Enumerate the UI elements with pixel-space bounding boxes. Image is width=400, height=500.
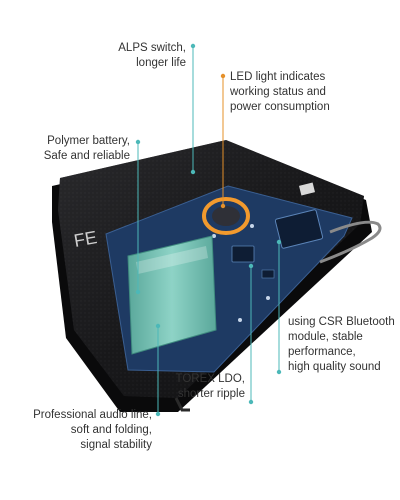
callout-polymer-battery: Polymer battery, Safe and reliable xyxy=(43,135,130,162)
bluetooth-chip xyxy=(274,209,324,249)
audio-line xyxy=(319,220,382,264)
torex-ldo-chip xyxy=(231,245,255,263)
leader-lines xyxy=(135,43,282,417)
callout-alps-switch: ALPS switch, longer life xyxy=(118,42,186,69)
callout-csr-bluetooth: using CSR Bluetooth module, stable perfo… xyxy=(288,316,395,373)
led-ring xyxy=(202,197,250,235)
callout-audio-line: Professional audio line, soft and foldin… xyxy=(33,409,152,451)
callout-led-light: LED light indicates working status and p… xyxy=(230,71,330,113)
device-logo: FE xyxy=(72,227,98,251)
battery-cell xyxy=(127,235,217,355)
callout-torex-ldo: TOREX LDO, shorter ripple xyxy=(175,373,245,400)
